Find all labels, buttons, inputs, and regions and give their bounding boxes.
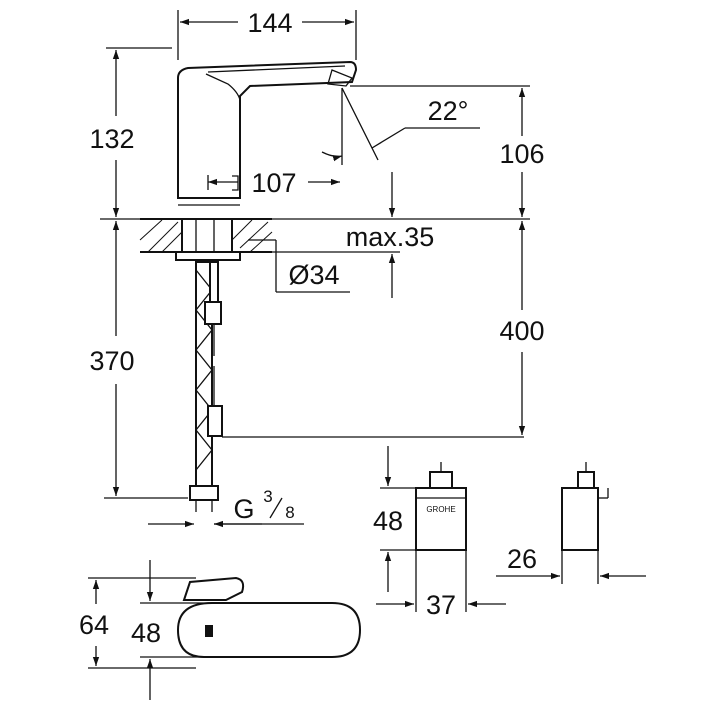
dim-box-width: 37 [426,590,456,620]
dim-hole-diameter: Ø34 [288,260,339,290]
dim-thread-g: G [233,494,254,524]
dim-spout-height: 106 [499,139,544,169]
dimension-labels: 144 132 22° 106 107 max.35 Ø34 400 370 G… [79,8,545,648]
dim-shank-length: 370 [89,346,134,376]
deck-section [139,218,273,261]
dim-spout-reach: 107 [251,168,296,198]
dim-base-width: 48 [131,618,161,648]
faucet-body [177,60,358,206]
dim-hose-length: 400 [499,316,544,346]
faucet-top-view [176,576,362,658]
dim-thread-numerator: 3 [263,487,272,506]
dim-height-total: 132 [89,124,134,154]
dim-spout-length: 144 [247,8,292,38]
dim-deck-thickness: max.35 [346,222,435,252]
dim-thread-denominator: 8 [285,503,294,522]
control-box-side [561,462,609,551]
dim-box-height: 48 [373,506,403,536]
dim-spout-angle: 22° [428,96,469,126]
sensor-cable [204,261,524,438]
control-box-front: GROHE [415,462,467,551]
dim-box-depth: 26 [507,544,537,574]
dimension-lines [88,10,646,700]
box-brand-mark: GROHE [426,505,455,514]
dim-base-depth: 64 [79,610,109,640]
